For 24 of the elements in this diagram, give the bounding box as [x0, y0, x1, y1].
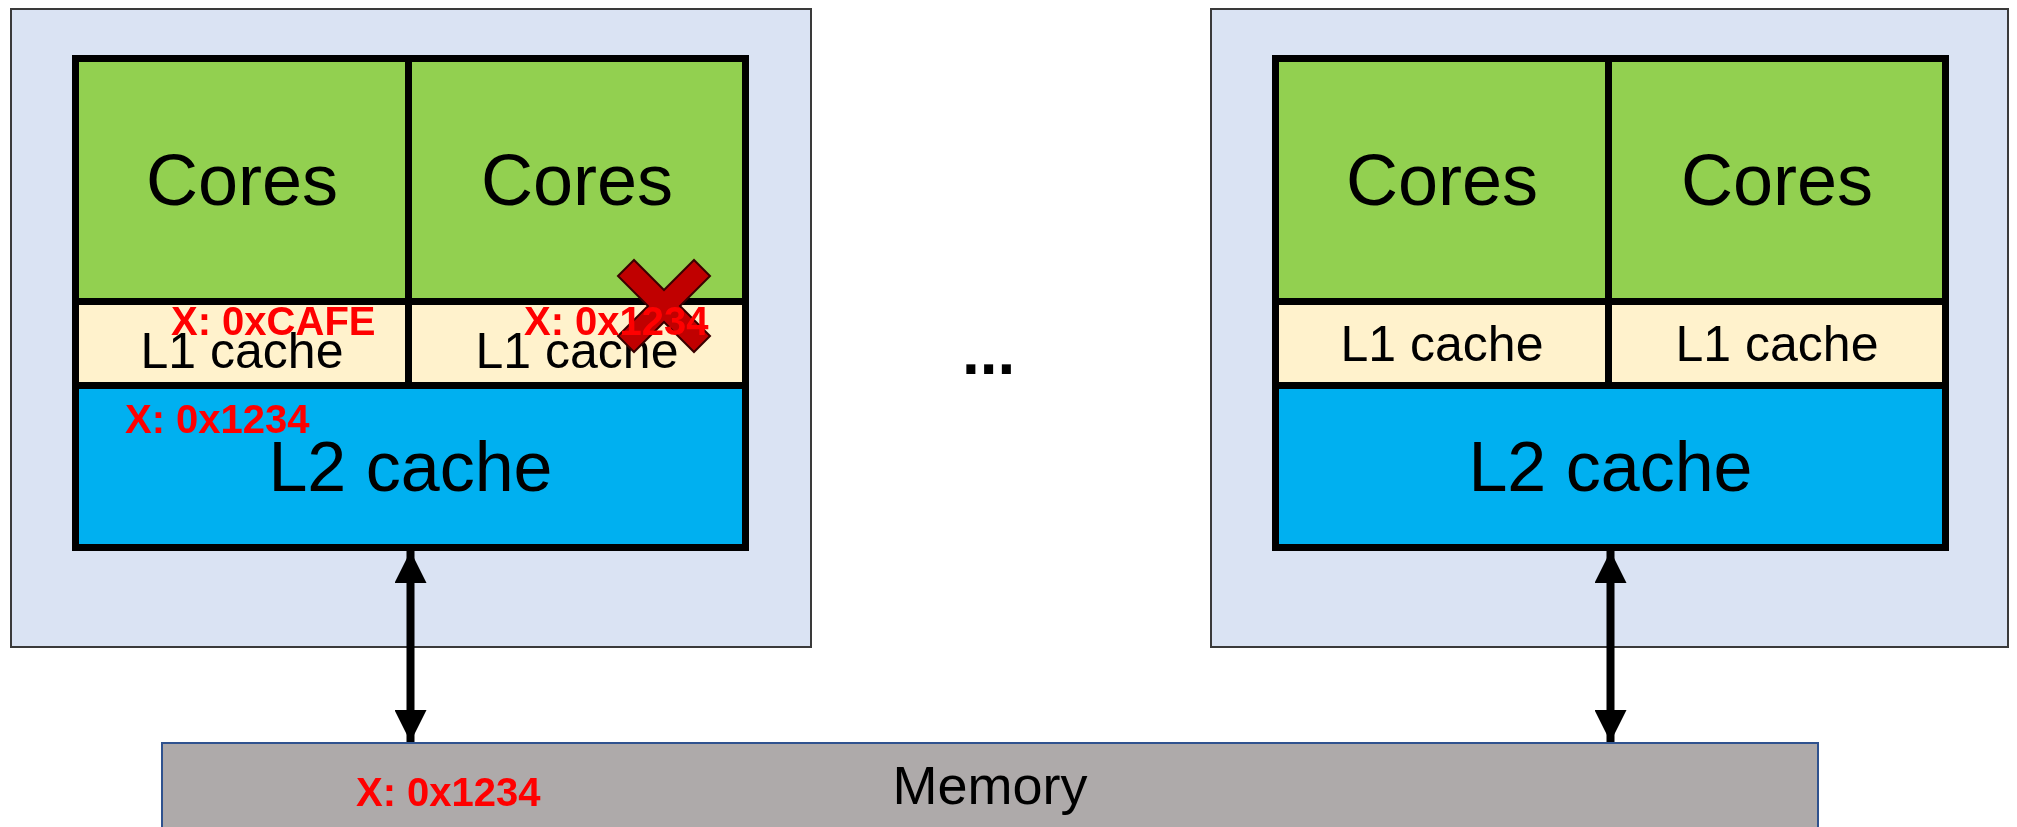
- core-label: Cores: [145, 139, 339, 221]
- cache-label: L2 cache: [1468, 426, 1753, 507]
- cache-label: L1 cache: [1340, 314, 1544, 373]
- core-label: Cores: [1345, 139, 1539, 221]
- cache-box: [72, 386, 749, 551]
- core-label: Cores: [1680, 139, 1874, 221]
- cache-box: [1609, 302, 1949, 386]
- cache-label: L1 cache: [1675, 314, 1879, 373]
- memory-bar: [161, 742, 1819, 827]
- core-box: [72, 55, 409, 302]
- memory-label: Memory: [892, 753, 1088, 816]
- core-label: Cores: [480, 139, 674, 221]
- double-arrow: [394, 551, 427, 742]
- ellipsis-text: ...: [962, 315, 1016, 389]
- double-arrow: [1594, 551, 1627, 742]
- core-box: [1272, 55, 1609, 302]
- processor-box: [10, 8, 812, 648]
- core-box: [409, 55, 749, 302]
- cache-box: [1272, 302, 1609, 386]
- address-value: X: 0x1234: [356, 770, 541, 815]
- cache-box: [72, 302, 409, 386]
- processor-box: [1210, 8, 2009, 648]
- core-box: [1609, 55, 1949, 302]
- cache-box: [1272, 386, 1949, 551]
